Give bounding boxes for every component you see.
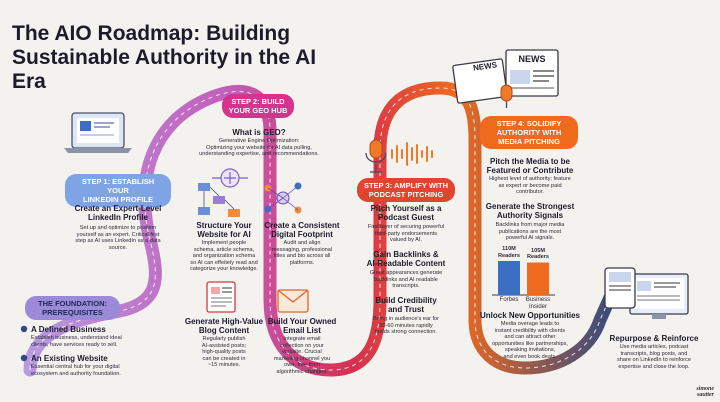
network-icon bbox=[264, 182, 302, 214]
bar-category-label: Forbes bbox=[499, 297, 519, 303]
geo-hub-icon bbox=[212, 168, 248, 188]
geo-item-body: Audit and align messaging, professional … bbox=[271, 240, 333, 266]
podcast-item-title: Pitch Yourself as a Podcast Guest bbox=[370, 204, 442, 222]
step1-label: STEP 1: ESTABLISH YOUR LINKEDIN PROFILE bbox=[65, 174, 171, 207]
bullet-dot bbox=[20, 354, 28, 362]
tablet-icon bbox=[604, 267, 636, 309]
geo-item-title: Build Your Owned Email List bbox=[267, 317, 337, 335]
podcast-item-body: First layer of securing powerful third-p… bbox=[367, 224, 445, 244]
laptop-icon bbox=[64, 112, 132, 153]
sound-wave-icon bbox=[391, 142, 433, 166]
geo-item-title: Structure Your Website for AI bbox=[196, 221, 252, 239]
media-item-title: Unlock New Opportunities bbox=[479, 311, 580, 320]
podcast-item-title: Gain Backlinks & AI-Readable Content bbox=[366, 250, 446, 268]
newspaper-icon bbox=[452, 49, 559, 104]
podcast-item-body: Guest appearances generate backlinks and… bbox=[369, 270, 443, 290]
geo-item-body: Integrate email collection on your websi… bbox=[273, 336, 331, 375]
readers-bar-chart bbox=[492, 261, 555, 296]
media-item-title: Pitch the Media to be Featured or Contri… bbox=[486, 157, 574, 175]
step4-label: STEP 4: SOLIDIFY AUTHORITY WITH MEDIA PI… bbox=[480, 116, 578, 149]
geo-item-body: Regularly publish AI-assisted posts; hig… bbox=[201, 336, 247, 369]
media-item-body: Backlinks from major media publications … bbox=[495, 222, 565, 242]
road-band bbox=[23, 81, 627, 377]
schema-tree-icon bbox=[198, 183, 240, 217]
media-item-body: Highest level of authority; feature as e… bbox=[489, 176, 571, 196]
blog-icon bbox=[206, 281, 236, 313]
bar-forbes bbox=[498, 261, 520, 295]
email-icon bbox=[277, 289, 309, 313]
step3-label: STEP 3: AMPLIFY WITH PODCAST PITCHING bbox=[357, 178, 455, 202]
author-signature: simone sautter bbox=[696, 386, 714, 398]
bar-business-insider bbox=[527, 262, 549, 295]
repurpose-body: Use media articles, podcast transcripts,… bbox=[616, 344, 691, 370]
media-item-body: Media overage leads to instant credibili… bbox=[492, 321, 568, 360]
podcast-item-title: Build Credibility and Trust bbox=[375, 296, 437, 314]
step1-body: Set up and optimize to position yourself… bbox=[75, 225, 161, 251]
prerequisite-title: An Existing Website bbox=[31, 354, 108, 363]
desktop-monitor-icon bbox=[629, 273, 689, 319]
newspaper-masthead: NEWS bbox=[518, 54, 546, 64]
microphone-icon bbox=[365, 139, 387, 173]
repurpose-title: Repurpose & Reinforce bbox=[609, 334, 699, 343]
prerequisite-body: Essential central hub for your digital e… bbox=[31, 364, 121, 377]
step2-label: STEP 2: BUILD YOUR GEO HUB bbox=[222, 94, 294, 118]
media-microphone-icon bbox=[500, 84, 513, 108]
bullet-dot bbox=[20, 325, 28, 333]
step1-heading: Create an Expert-Level LinkedIn Profile bbox=[74, 204, 162, 222]
media-item-title: Generate the Strongest Authority Signals bbox=[485, 202, 575, 220]
geo-item-title: Generate High-Value Blog Content bbox=[184, 317, 264, 335]
prerequisite-body: Establish business, understand ideal cli… bbox=[31, 335, 122, 348]
page-title: The AIO Roadmap: Building Sustainable Au… bbox=[12, 22, 317, 93]
podcast-item-body: Being in audience's ear for 30-60 minute… bbox=[372, 316, 440, 336]
geo-item-body: Implement people schema, article schema,… bbox=[189, 240, 259, 273]
geo-item-title: Create a Consistent Digital Footprint bbox=[264, 221, 340, 239]
geo-body: Generative Engine Optimization: Optimizi… bbox=[199, 138, 319, 158]
foundation-label: THE FOUNDATION: PREREQUISITES bbox=[25, 296, 120, 320]
prerequisite-title: A Defined Business bbox=[31, 325, 106, 334]
bar-value-label: 110M Readers bbox=[497, 246, 521, 259]
bar-value-label: 105M Readers bbox=[526, 247, 550, 261]
geo-heading: What is GEO? bbox=[232, 128, 286, 137]
bar-category-label: Business Insider bbox=[525, 297, 551, 310]
